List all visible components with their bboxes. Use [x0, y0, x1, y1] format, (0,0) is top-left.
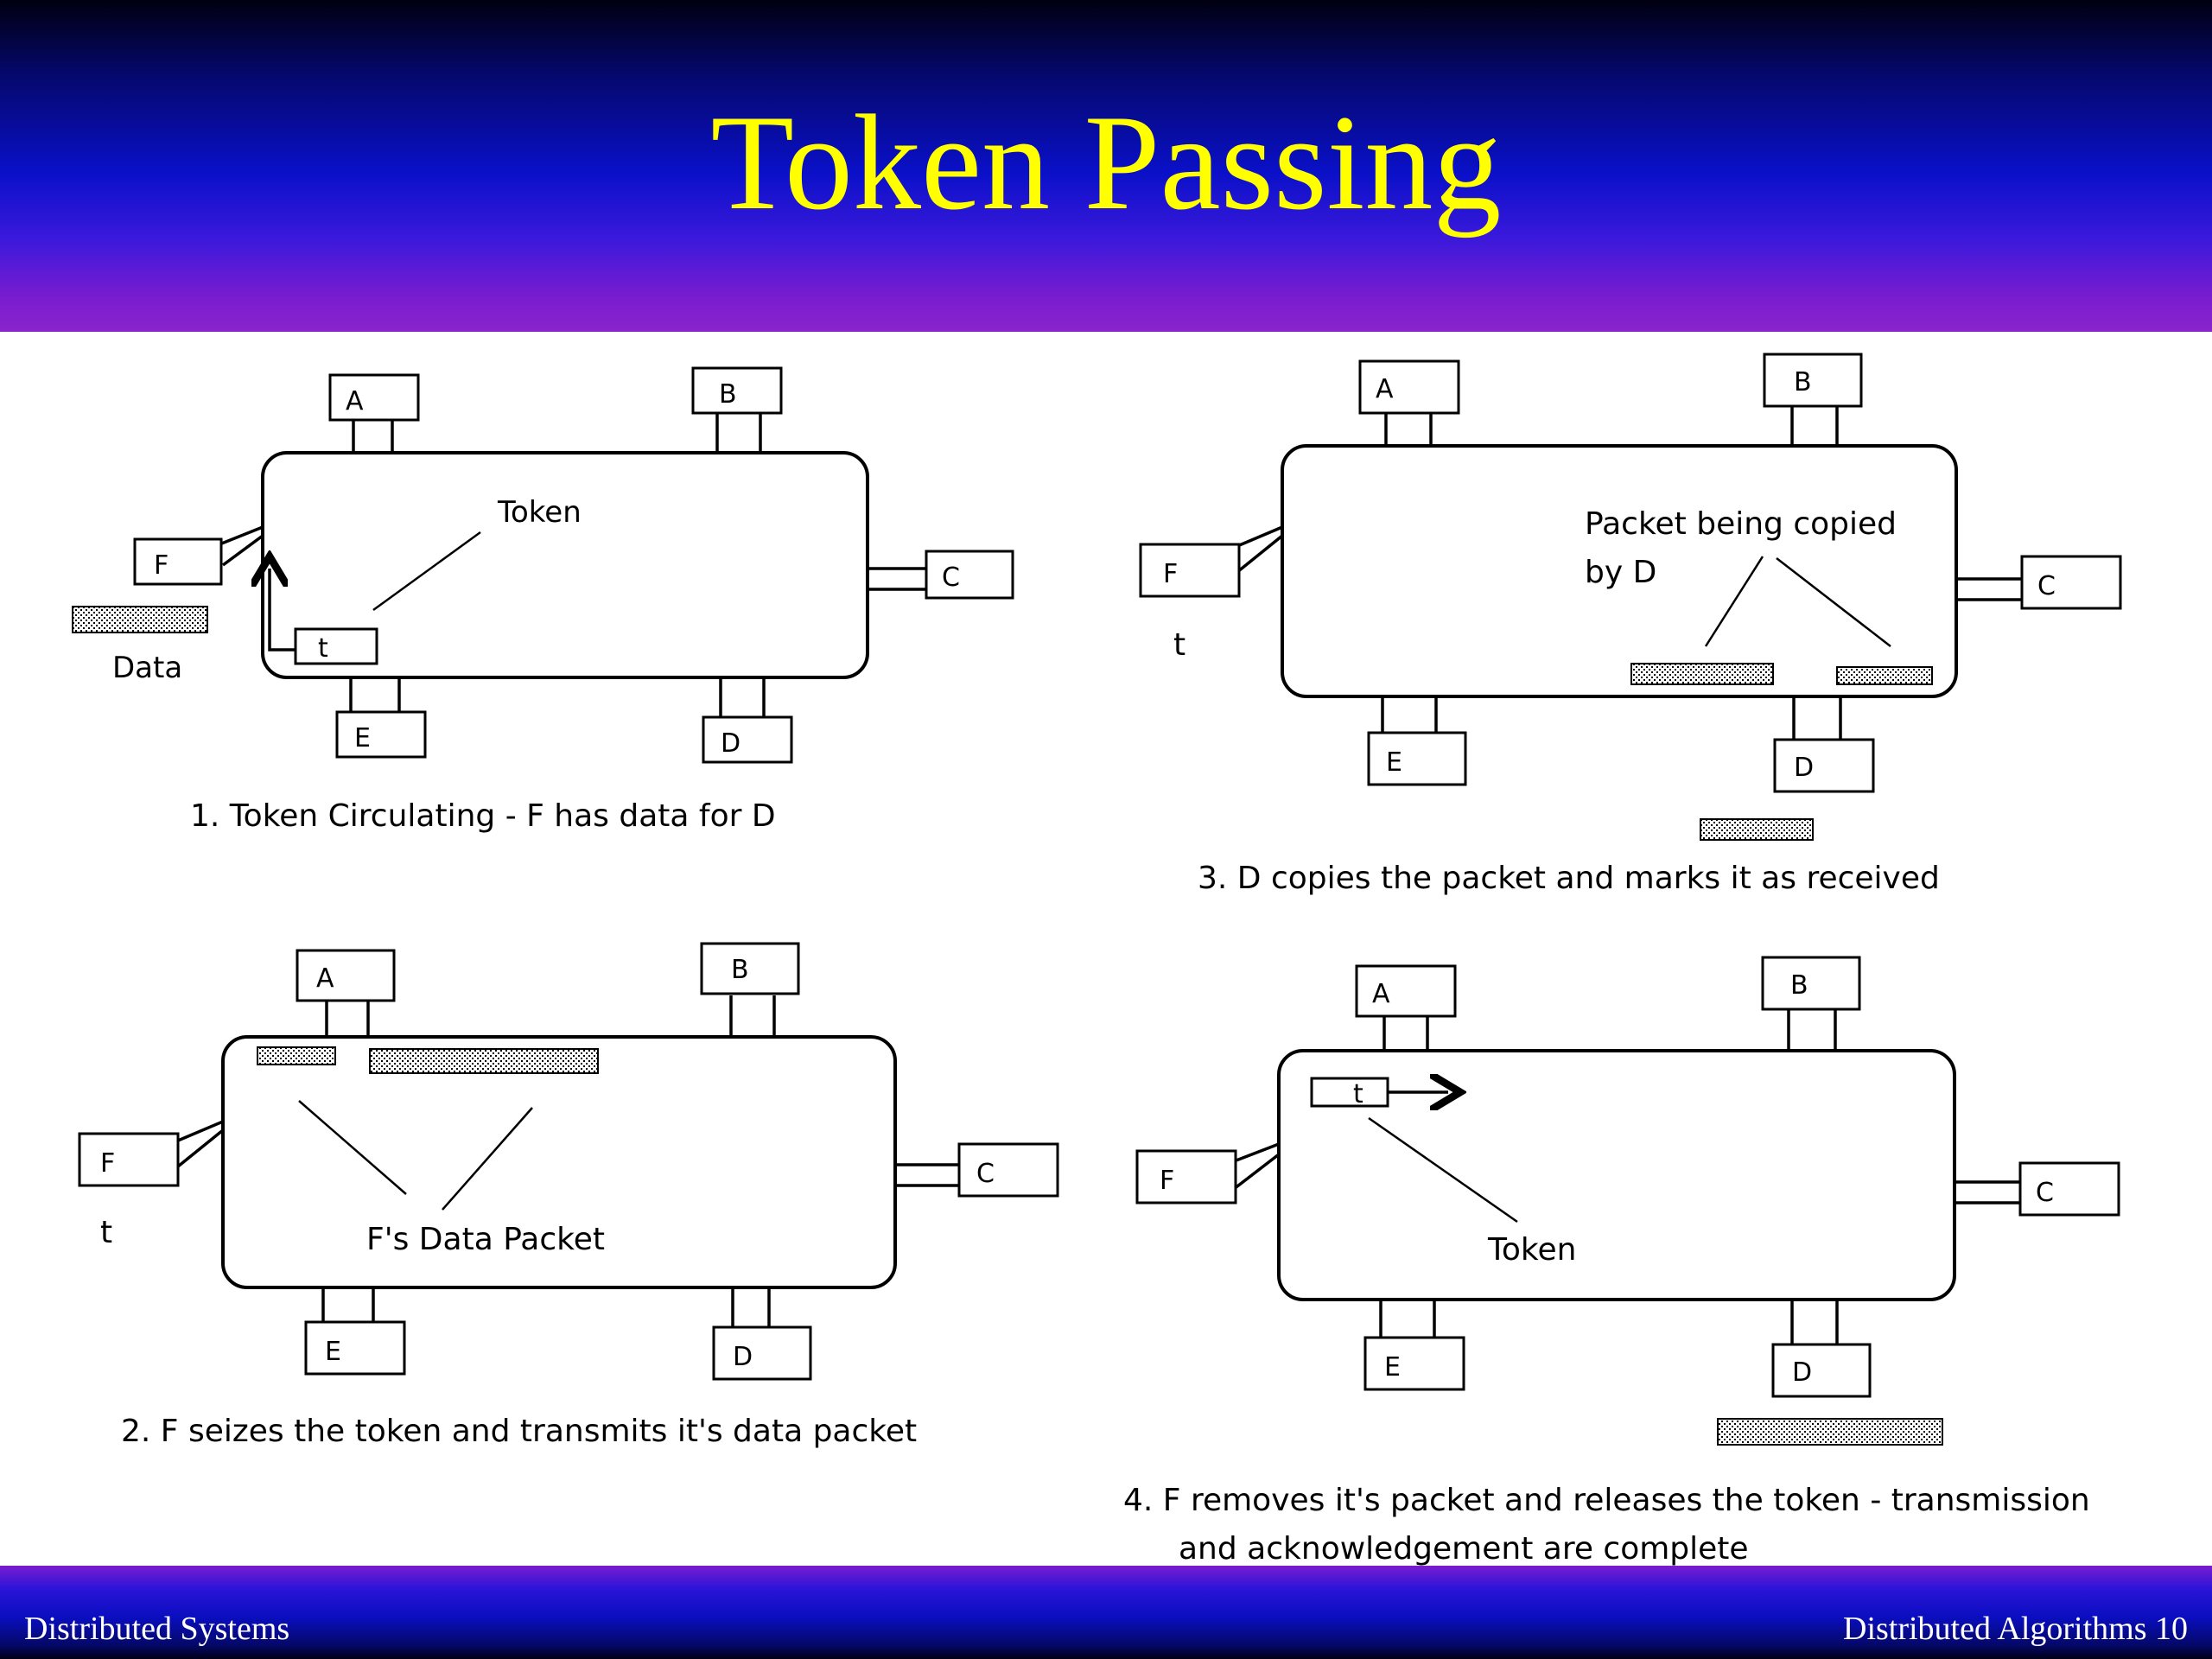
panel-3: A B C D E F t	[1139, 353, 2122, 896]
svg-text:t: t	[1353, 1079, 1363, 1109]
node-d: D	[702, 677, 793, 764]
data-packet-segment	[1836, 666, 1933, 685]
caption-1: 1. Token Circulating - F has data for D	[190, 798, 776, 834]
svg-text:t: t	[318, 633, 328, 664]
svg-text:E: E	[325, 1337, 341, 1367]
node-b: B	[700, 942, 800, 1037]
node-c: C	[895, 1142, 1059, 1198]
copy-leader	[1704, 556, 1891, 647]
token-label: Token	[1487, 1232, 1576, 1268]
node-b: B	[691, 366, 783, 453]
token-box	[294, 627, 378, 665]
token-label: Token	[497, 495, 582, 530]
panel-1: A B C D E F	[72, 366, 1014, 834]
node-e: E	[304, 1287, 406, 1376]
data-packet	[72, 606, 208, 633]
copy-label-line2: by D	[1585, 555, 1656, 590]
slide-footer	[0, 1566, 2212, 1659]
footer-course-title: Distributed Systems	[24, 1611, 290, 1647]
svg-text:A: A	[1376, 374, 1394, 404]
packet-label: F's Data Packet	[366, 1222, 605, 1257]
copy-label-line1: Packet being copied	[1585, 506, 1897, 542]
slide-header	[0, 0, 2212, 332]
removed-packet	[1717, 1418, 1943, 1446]
svg-text:D: D	[1794, 753, 1814, 783]
svg-text:A: A	[316, 963, 334, 994]
svg-text:F: F	[154, 550, 168, 581]
node-e: E	[1367, 696, 1467, 786]
node-a: A	[1358, 359, 1460, 446]
packet-leader	[298, 1100, 533, 1211]
node-e: E	[1363, 1300, 1465, 1391]
svg-text:B: B	[1794, 367, 1812, 397]
network-ring	[1277, 1049, 1956, 1301]
node-b: B	[1763, 353, 1863, 446]
token-passing-diagrams: A B C D E F	[72, 353, 2122, 1566]
caption-4-line1: 4. F removes it's packet and releases th…	[1123, 1483, 2090, 1518]
data-packet-segment	[369, 1048, 599, 1074]
footer-slide-number: Distributed Algorithms 10	[1843, 1611, 2188, 1647]
network-ring	[1281, 444, 1958, 698]
slide-title: Token Passing	[710, 87, 1502, 238]
node-f: F	[78, 1120, 225, 1187]
caption-4-line2: and acknowledgement are complete	[1179, 1531, 1749, 1566]
token-leader	[372, 531, 481, 612]
svg-text:E: E	[1384, 1352, 1401, 1382]
svg-text:B: B	[719, 379, 737, 410]
node-f: F	[133, 525, 264, 586]
svg-text:B: B	[1790, 970, 1808, 1001]
token-arrow	[270, 569, 299, 652]
svg-text:E: E	[354, 723, 371, 753]
copied-packet	[1700, 818, 1814, 841]
node-a: A	[328, 373, 420, 453]
node-a: A	[1355, 964, 1457, 1051]
svg-text:D: D	[1792, 1357, 1812, 1388]
node-b: B	[1761, 956, 1861, 1051]
caption-2: 2. F seizes the token and transmits it's…	[121, 1414, 917, 1449]
data-packet-segment	[257, 1046, 336, 1065]
network-ring	[221, 1035, 897, 1289]
svg-text:F: F	[1163, 559, 1178, 589]
svg-text:E: E	[1386, 747, 1402, 778]
node-d: D	[1773, 696, 1875, 793]
token-mark: t	[100, 1215, 112, 1250]
svg-text:C: C	[976, 1159, 995, 1189]
svg-text:A: A	[346, 386, 364, 416]
svg-text:A: A	[1372, 979, 1390, 1009]
node-c: C	[1955, 1161, 2120, 1217]
token-mark: t	[1173, 627, 1185, 663]
svg-text:C: C	[942, 563, 960, 593]
node-d: D	[1771, 1300, 1872, 1398]
svg-text:F: F	[100, 1148, 115, 1179]
svg-text:F: F	[1160, 1166, 1174, 1196]
node-d: D	[712, 1287, 812, 1381]
node-a: A	[296, 949, 396, 1037]
data-label: Data	[112, 651, 182, 685]
node-c: C	[868, 550, 1014, 600]
node-f: F	[1139, 525, 1284, 598]
node-e: E	[335, 677, 427, 759]
token-leader	[1368, 1116, 1518, 1224]
panel-2: A B C D E F t	[78, 942, 1059, 1449]
svg-text:C: C	[2037, 571, 2056, 601]
data-packet-segment	[1630, 663, 1774, 685]
node-c: C	[1956, 555, 2122, 610]
svg-text:D: D	[733, 1342, 753, 1372]
caption-3: 3. D copies the packet and marks it as r…	[1198, 861, 1940, 896]
svg-text:B: B	[731, 955, 749, 985]
svg-text:D: D	[721, 728, 741, 759]
panel-4: A B C D E F	[1123, 956, 2120, 1566]
released-token-box	[1310, 1077, 1389, 1108]
node-f: F	[1135, 1142, 1281, 1205]
svg-text:C: C	[2036, 1178, 2054, 1208]
